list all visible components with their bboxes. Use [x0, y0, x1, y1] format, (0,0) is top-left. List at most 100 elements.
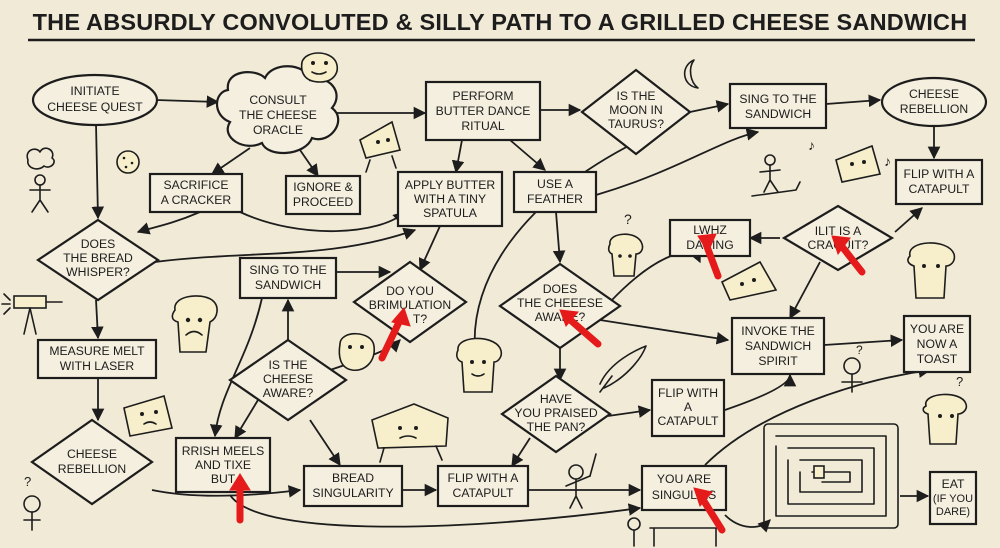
node-label-line: SING TO THE — [739, 92, 816, 106]
node-apply-butter: APPLY BUTTER WITH A TINY SPATULA — [396, 170, 504, 228]
node-label-line: CHEESE — [263, 372, 313, 386]
red-arrow — [697, 233, 722, 280]
node-now-a-toast: YOU ARE NOW A TOAST — [902, 314, 972, 374]
red-arrow — [559, 309, 602, 348]
toast-character-icon — [907, 242, 956, 299]
node-eat-if-you-dare: EAT (IF YOU DARE) — [928, 470, 978, 526]
feather-icon — [599, 345, 647, 393]
node-label-line: YOU PRAISED — [514, 406, 597, 420]
question-mark-icon: ? — [24, 474, 31, 489]
red-arrow — [229, 473, 251, 524]
maze-icon — [763, 423, 899, 529]
node-label-line: USE A — [537, 177, 574, 191]
node-label-line: FEATHER — [527, 192, 583, 206]
music-note-icon: ♪ — [808, 137, 815, 153]
node-label-line: TOAST — [917, 352, 958, 366]
node-label-line: WITH LASER — [60, 359, 135, 373]
red-arrow — [831, 235, 866, 276]
node-label-line: YOU ARE — [657, 472, 711, 486]
node-label-line: WITH A TINY — [414, 192, 486, 206]
node-label-line: DARE) — [936, 506, 970, 518]
node-label-line: SPATULA — [423, 206, 478, 220]
node-label-line: CHEESE QUEST — [47, 100, 143, 114]
toast-character-icon: ? — [607, 211, 644, 277]
node-bread-whisper: DOES THE BREAD WHISPER? — [36, 218, 160, 302]
question-mark-icon: ? — [856, 343, 863, 357]
cracker-icon — [116, 150, 140, 174]
node-label-line: CATAPULT — [658, 414, 719, 428]
node-label-line: SANDWICH — [745, 339, 811, 353]
node-flip-catapult-top: FLIP WITH A CATAPULT — [894, 158, 984, 206]
stick-figure-icon: ? — [23, 474, 41, 531]
question-mark-icon: ? — [624, 211, 632, 227]
cheese-character-icon — [338, 332, 375, 371]
node-bread-singularity: BREAD SINGULARITY — [302, 464, 404, 508]
cheese-character-icon — [371, 403, 449, 463]
node-label-line: EAT — [942, 477, 965, 491]
node-label-line: DOES — [81, 237, 116, 251]
node-label-line: FLIP WITH A — [904, 167, 976, 181]
node-label-line: CATAPULT — [453, 486, 514, 500]
node-label-line: MEASURE MELT — [49, 344, 145, 358]
node-label-line: SPIRIT — [758, 354, 798, 368]
node-label-line: PROCEED — [293, 195, 353, 209]
node-label-line: BRIMULATION — [369, 298, 451, 312]
music-note-icon: ♪ — [884, 153, 891, 169]
node-label-line: ILIT IS A — [815, 224, 862, 238]
node-perform-butter-dance: PERFORM BUTTER DANCE RITUAL — [424, 80, 542, 142]
node-initiate-cheese-quest: INITIATE CHEESE QUEST — [31, 73, 159, 127]
node-is-cheese-aware: IS THE CHEESE AWARE? — [228, 338, 348, 422]
node-label-line: FLIP WITH A — [448, 471, 520, 485]
node-label-line: THE PAN? — [527, 420, 586, 434]
node-does-cheese-aware: DOES THE CHEEESE AWARE? — [498, 262, 622, 350]
node-flip-catapult-mid: FLIP WITH A CATAPULT — [650, 378, 726, 438]
node-consult-oracle: CONSULT THE CHEESE ORACLE — [215, 65, 340, 155]
cheese-character-icon — [359, 120, 401, 173]
node-label-line: SANDWICH — [745, 107, 811, 121]
node-label-line: SANDWICH — [255, 278, 321, 292]
node-praised-pan: HAVE YOU PRAISED THE PAN? — [500, 374, 612, 454]
node-moon-in-taurus: IS THE MOON IN TAURUS? — [580, 68, 692, 156]
node-invoke-spirit: INVOKE THE SANDWICH SPIRIT — [730, 316, 826, 376]
page-title: THE ABSURDLY CONVOLUTED & SILLY PATH TO … — [33, 9, 968, 35]
cheese-character-icon — [720, 260, 778, 301]
node-label-line: CONSULT — [249, 93, 307, 107]
node-label-line: CATAPULT — [909, 182, 970, 196]
node-sacrifice-cracker: SACRIFICE A CRACKER — [148, 172, 244, 214]
node-label-line: IS THE — [616, 89, 655, 103]
node-label-line: FLIP WITH — [658, 386, 718, 400]
cheese-character-icon — [835, 144, 882, 183]
node-sing-to-sandwich-mid: SING TO THE SANDWICH — [238, 256, 338, 300]
node-sing-to-sandwich-top: SING TO THE SANDWICH — [728, 82, 828, 130]
red-annotation-arrows — [229, 233, 866, 534]
node-label-line: REBELLION — [58, 462, 126, 476]
node-brimulation: DO YOU BRIMULATION T? — [352, 260, 468, 344]
node-measure-melt: MEASURE MELT WITH LASER — [36, 338, 158, 380]
node-flip-catapult-low: FLIP WITH A CATAPULT — [436, 464, 530, 508]
node-label-line: THE CHEEESE — [517, 296, 603, 310]
node-label-line: SINGULARITY — [312, 486, 393, 500]
node-label-line: A — [684, 400, 693, 414]
node-label-line: MOON IN — [609, 103, 663, 117]
node-label-line: SACRIFICE — [163, 178, 228, 192]
node-cheese-rebellion-top: CHEESE REBELLION — [880, 76, 988, 128]
node-rrish-meels: RRISH MEELS AND TIXE BUT — [174, 436, 272, 494]
node-label-line: REBELLION — [900, 102, 968, 116]
stick-figure-icon — [565, 453, 597, 509]
node-label-line: PERFORM — [453, 89, 514, 103]
node-label-line: (IF YOU — [933, 493, 973, 505]
stick-figure-icon — [26, 147, 55, 213]
moon-icon — [683, 59, 699, 89]
node-label-line: DOES — [543, 282, 578, 296]
stick-figure-icon — [627, 517, 721, 547]
stick-figure-icon: ? — [841, 343, 863, 393]
node-label-line: INVOKE THE — [741, 324, 815, 338]
node-label-line: THE CHEESE — [239, 108, 317, 122]
node-label-line: DO YOU — [386, 284, 434, 298]
node-label-line: BREAD — [332, 471, 374, 485]
toast-character-icon — [171, 295, 218, 353]
toast-character-icon: ? — [922, 374, 968, 445]
node-label-line: BUT — [211, 472, 236, 486]
red-arrow — [378, 307, 411, 362]
